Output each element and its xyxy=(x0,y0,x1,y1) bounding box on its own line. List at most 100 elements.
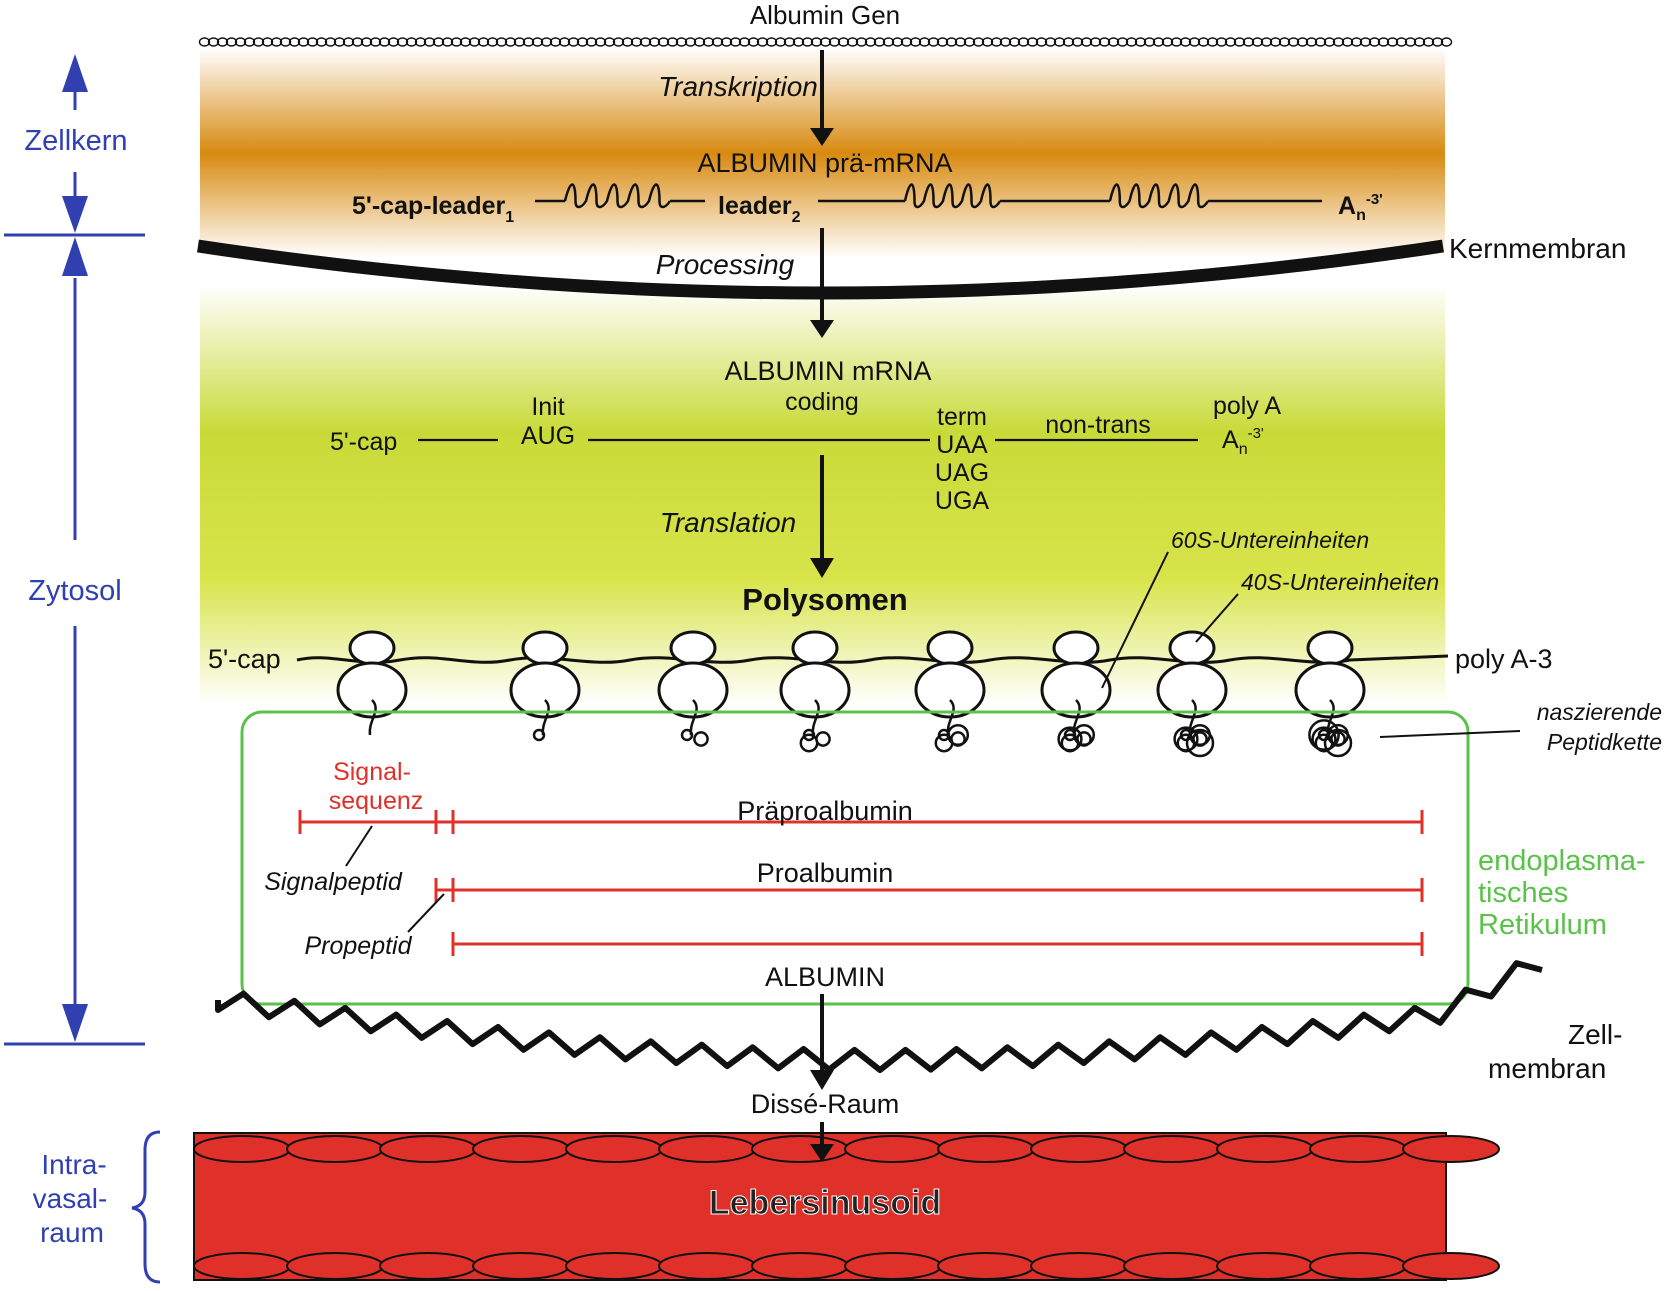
dna-loop xyxy=(486,37,499,47)
nascent-peptide xyxy=(368,699,377,736)
dna-loop xyxy=(630,37,643,47)
dna-loop xyxy=(531,37,544,47)
mrna-title: ALBUMIN mRNA xyxy=(724,356,931,386)
dna-loop xyxy=(621,37,634,47)
nascent-peptide xyxy=(799,699,831,753)
dna-loop xyxy=(810,37,823,47)
dna-loop xyxy=(342,37,355,47)
ribosome-60s xyxy=(657,661,729,719)
er-box xyxy=(240,710,1470,1006)
endothelial-cell-top xyxy=(1030,1135,1128,1163)
signal-label-2: sequenz xyxy=(329,787,424,815)
dna-loop xyxy=(1134,37,1147,47)
dna-loop xyxy=(1071,37,1084,47)
sub60-pointer xyxy=(1101,551,1169,689)
dna-loop xyxy=(1152,37,1165,47)
dna-loop xyxy=(954,37,967,47)
dna-loop xyxy=(891,37,904,47)
dna-loop xyxy=(504,37,517,47)
dna-loop xyxy=(1125,37,1138,47)
zellkern-label: Zellkern xyxy=(24,125,127,157)
dna-loop xyxy=(1359,37,1372,47)
dna-loop xyxy=(639,37,652,47)
dna-loop xyxy=(243,37,256,47)
term-label: term xyxy=(937,403,987,431)
dna-loop xyxy=(369,37,382,47)
dna-loop xyxy=(576,37,589,47)
aug-label: AUG xyxy=(521,422,575,450)
endothelial-cell-top xyxy=(937,1135,1035,1163)
dna-loop xyxy=(702,37,715,47)
dna-loop xyxy=(972,37,985,47)
dna-loop xyxy=(1080,37,1093,47)
er-label-1: endoplasma- xyxy=(1478,845,1646,877)
dna-loop xyxy=(801,37,814,47)
ribosome-40s xyxy=(521,630,569,666)
er-label-2: tisches xyxy=(1478,877,1568,909)
dna-loop xyxy=(405,37,418,47)
dna-loop xyxy=(1305,37,1318,47)
dna-loop xyxy=(387,37,400,47)
endothelial-cell-bottom xyxy=(1123,1252,1221,1280)
dna-loop xyxy=(792,37,805,47)
endothelial-cell-top xyxy=(1309,1135,1407,1163)
dna-loop xyxy=(414,37,427,47)
ribosome-60s xyxy=(1156,661,1228,719)
dna-loop xyxy=(459,37,472,47)
dna-loop xyxy=(360,37,373,47)
endothelial-cells xyxy=(193,1135,1500,1280)
dna-loop xyxy=(288,37,301,47)
dna-loop xyxy=(261,37,274,47)
dna-loop xyxy=(1278,37,1291,47)
dna-loop xyxy=(1395,37,1408,47)
dna-loop xyxy=(1098,37,1111,47)
an-label-mrna: An-3' xyxy=(1222,425,1264,458)
endothelial-cell-top xyxy=(658,1135,756,1163)
coding-label: coding xyxy=(785,388,859,416)
dna-loop xyxy=(468,37,481,47)
nascent-peptide xyxy=(680,699,709,747)
dna-loop xyxy=(549,37,562,47)
dna-loop xyxy=(585,37,598,47)
dna-loop xyxy=(1242,37,1255,47)
dna-loop xyxy=(513,37,526,47)
dna-loop xyxy=(864,37,877,47)
ribosome-60s xyxy=(1040,661,1112,719)
endothelial-cell-bottom xyxy=(844,1252,942,1280)
pre-mrna-strand xyxy=(535,183,1322,209)
signal-label-1: Signal- xyxy=(333,758,411,786)
dna-loop xyxy=(1107,37,1120,47)
dna-loop xyxy=(900,37,913,47)
uaa-label: UAA xyxy=(936,431,988,459)
nascent-peptide xyxy=(1308,699,1353,758)
dna-loop xyxy=(1287,37,1300,47)
ribosome-group xyxy=(336,630,1366,758)
transcription-arrowhead xyxy=(810,128,834,146)
propeptid-pointer xyxy=(407,893,445,933)
polya-label: poly A xyxy=(1213,392,1281,420)
ribosome-60s xyxy=(914,661,986,719)
endothelial-cell-top xyxy=(193,1135,291,1163)
endothelial-cell-top xyxy=(1216,1135,1314,1163)
dna-loop xyxy=(270,37,283,47)
nontrans-label: non-trans xyxy=(1045,411,1151,439)
dna-loop xyxy=(1350,37,1363,47)
dna-loop xyxy=(1368,37,1381,47)
endothelial-cell-top xyxy=(844,1135,942,1163)
dna-loop xyxy=(927,37,940,47)
polysome-cap-label: 5'-cap xyxy=(208,644,281,674)
dna-loop xyxy=(747,37,760,47)
sub60-label: 60S-Untereinheiten xyxy=(1171,527,1369,553)
dna-loop xyxy=(1053,37,1066,47)
signalpeptid-label: Signalpeptid xyxy=(264,868,403,896)
disse-label: Dissé-Raum xyxy=(751,1089,900,1119)
zell-label-2: membran xyxy=(1488,1053,1606,1084)
endothelial-cell-bottom xyxy=(472,1252,570,1280)
dna-loop xyxy=(1323,37,1336,47)
dna-loop xyxy=(324,37,337,47)
propeptid-label: Propeptid xyxy=(304,932,412,960)
dna-loop xyxy=(1296,37,1309,47)
zytosol-arrow-down xyxy=(62,1004,88,1042)
sub40-label: 40S-Untereinheiten xyxy=(1241,569,1439,595)
sub40-pointer xyxy=(1195,593,1239,643)
